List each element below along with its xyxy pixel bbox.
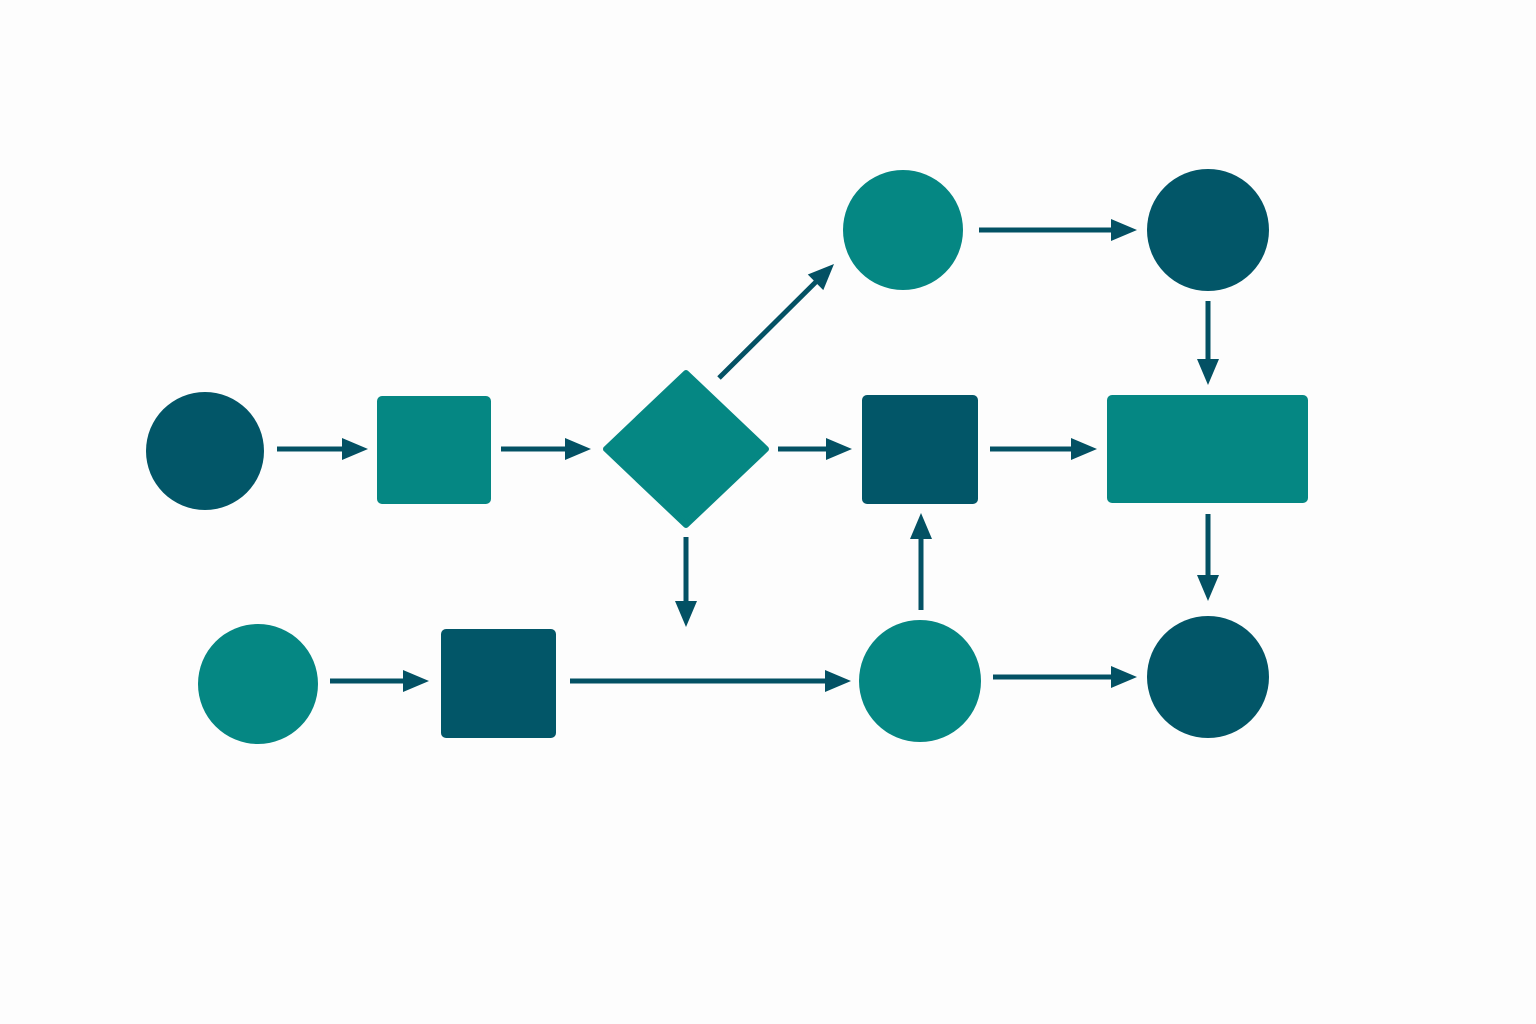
arrow-step-a-to-decision — [501, 438, 591, 460]
arrowhead — [403, 670, 429, 692]
arrow-shaft — [717, 279, 819, 380]
arrow-step-b-to-merge-rect — [990, 438, 1097, 460]
node-lower-start-circle — [198, 624, 318, 744]
arrowhead — [1111, 666, 1137, 688]
node-end-circle — [1147, 616, 1269, 738]
arrow-lower-start-circle-to-step-c — [330, 670, 429, 692]
arrowhead — [565, 438, 591, 460]
arrowhead — [675, 601, 697, 627]
arrow-step-c-to-lower-mid-circle — [570, 670, 851, 692]
arrow-decision-to-branch-top-circle — [717, 264, 834, 380]
node-step-a — [377, 396, 491, 504]
node-step-c — [441, 629, 556, 738]
arrow-merge-rect-to-end-circle — [1197, 514, 1219, 601]
arrowhead — [1071, 438, 1097, 460]
nodes-group — [146, 169, 1308, 744]
node-merge-rect — [1107, 395, 1308, 503]
arrow-decision-to-step-b — [778, 438, 852, 460]
node-top-right-circle — [1147, 169, 1269, 291]
arrowhead — [826, 438, 852, 460]
node-lower-mid-circle — [859, 620, 981, 742]
arrow-lower-mid-circle-to-end-circle — [993, 666, 1137, 688]
arrow-start-circle-to-step-a — [277, 438, 368, 460]
arrow-top-right-circle-to-merge-rect — [1197, 301, 1219, 385]
node-decision — [603, 370, 769, 528]
arrowhead — [1111, 219, 1137, 241]
arrow-lower-mid-circle-to-step-b — [910, 513, 932, 610]
arrowhead — [910, 513, 932, 539]
node-start-circle — [146, 392, 264, 510]
arrow-branch-top-circle-to-top-right-circle — [979, 219, 1137, 241]
arrow-decision-to-lower-branch — [675, 537, 697, 627]
node-branch-top-circle — [843, 170, 963, 290]
edges-group — [277, 219, 1219, 692]
arrowhead — [825, 670, 851, 692]
arrowhead — [807, 264, 834, 291]
node-step-b — [862, 395, 978, 504]
arrowhead — [1197, 575, 1219, 601]
arrowhead — [1197, 359, 1219, 385]
arrowhead — [342, 438, 368, 460]
